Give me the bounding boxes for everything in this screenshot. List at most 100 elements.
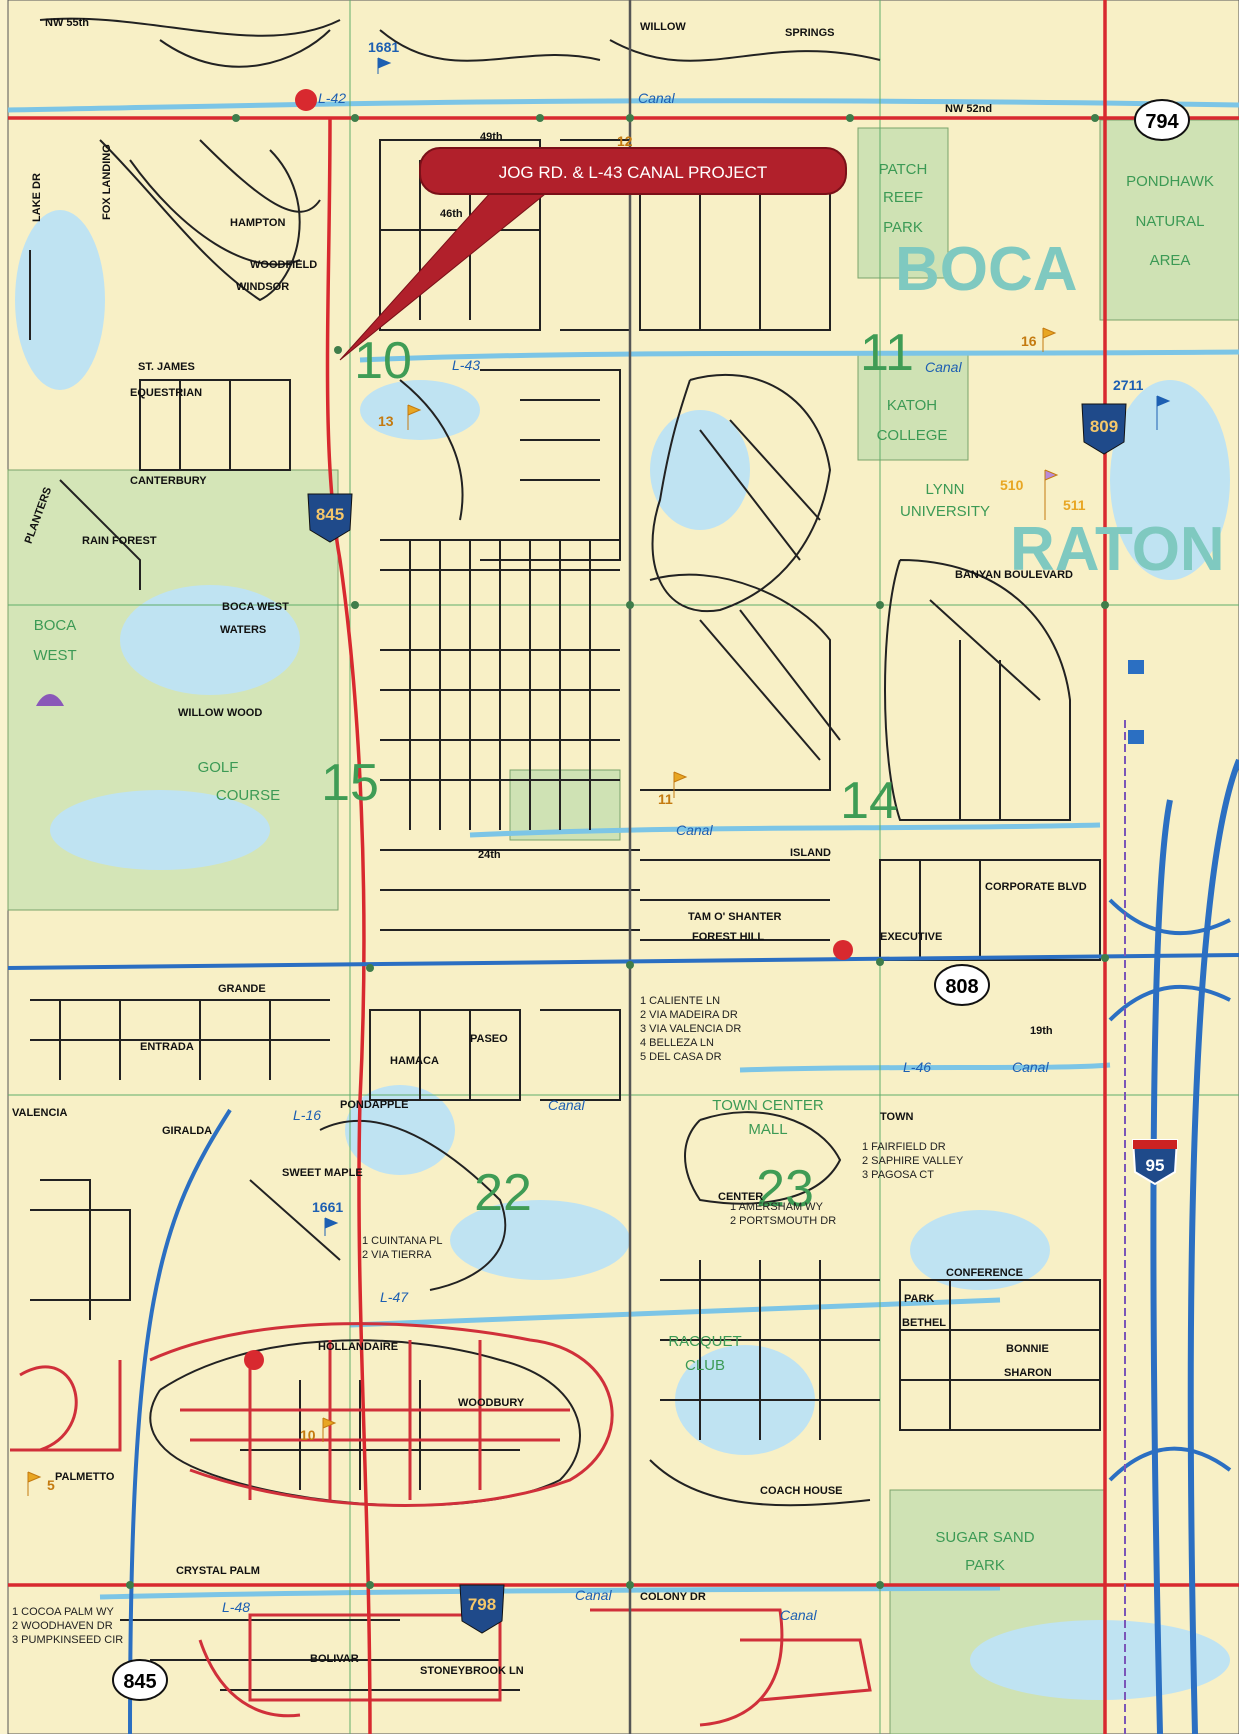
ramp-c — [1108, 1446, 1232, 1482]
list-e-1: 1 COCOA PALM WY — [12, 1606, 115, 1618]
canal-l48 — [99, 1585, 1001, 1600]
label-sugar-sand: SUGAR SAND — [935, 1529, 1034, 1546]
street-springs: SPRINGS — [785, 27, 835, 39]
label-club: CLUB — [685, 1357, 725, 1374]
street-coach-house: COACH HOUSE — [760, 1485, 843, 1497]
street-sharon: SHARON — [1004, 1367, 1052, 1379]
street-49th: 49th — [480, 131, 503, 143]
street-bonnie: BONNIE — [1006, 1343, 1049, 1355]
canal-label-canal-3: Canal — [676, 822, 713, 838]
marker-12: 12 — [617, 133, 633, 149]
street-conference: CONFERENCE — [946, 1267, 1023, 1279]
label-golf: GOLF — [198, 759, 239, 776]
marker-11: 11 — [658, 791, 673, 807]
shield-808: 808 — [934, 964, 990, 1006]
school-icon — [1128, 730, 1144, 744]
street-grande: GRANDE — [218, 983, 266, 995]
list-a-1: 1 CALIENTE LN — [640, 995, 720, 1007]
label-town-center: TOWN CENTER — [712, 1097, 824, 1114]
canal-label-l48: L-48 — [222, 1599, 250, 1615]
shield-i95: 95 — [1131, 1139, 1179, 1186]
flag-icon — [673, 771, 688, 798]
svg-text:798: 798 — [468, 1595, 496, 1614]
marker-511: 511 — [1063, 497, 1086, 513]
katoh-college-area — [857, 354, 969, 461]
label-natural: NATURAL — [1136, 213, 1205, 230]
list-a-5: 5 DEL CASA DR — [640, 1051, 722, 1063]
flag-icon — [407, 404, 422, 430]
street-palmetto: PALMETTO — [55, 1471, 115, 1483]
school-icon — [1128, 660, 1144, 674]
street-forest-hill: FOREST HILL — [692, 931, 764, 943]
local-streets — [29, 17, 1101, 1691]
street-equestrian: EQUESTRIAN — [130, 387, 202, 399]
street-center: CENTER — [718, 1191, 763, 1203]
flag-icon — [27, 1471, 42, 1496]
section-15: 15 — [321, 754, 379, 812]
street-lists: 1 CALIENTE LN 2 VIA MADEIRA DR 3 VIA VAL… — [12, 995, 964, 1646]
list-a-3: 3 VIA VALENCIA DR — [640, 1023, 741, 1035]
canal-label-canal-6: Canal — [575, 1587, 612, 1603]
callout-box — [419, 147, 847, 195]
street-nw52nd: NW 52nd — [945, 103, 992, 115]
red-streets — [10, 1322, 872, 1727]
label-sugar-park: PARK — [965, 1557, 1005, 1574]
road-845-lower — [128, 1108, 232, 1734]
list-b-1: 1 FAIRFIELD DR — [862, 1141, 946, 1153]
flag-icon — [324, 1217, 339, 1236]
canal-labels: L-42 Canal L-43 Canal Canal L-46 Canal L… — [222, 90, 1049, 1623]
canals — [7, 98, 1239, 1600]
marker-10: 10 — [300, 1427, 316, 1443]
list-e-2: 2 WOODHAVEN DR — [12, 1620, 113, 1632]
marker-510: 510 — [1000, 477, 1024, 493]
label-reef: REEF — [883, 189, 923, 206]
label-college: COLLEGE — [877, 427, 948, 444]
street-willow: WILLOW — [640, 21, 686, 33]
label-raton: RATON — [1010, 515, 1225, 584]
street-bolivar: BOLIVAR — [310, 1653, 359, 1665]
street-st-james: ST. JAMES — [138, 361, 195, 373]
street-island: ISLAND — [790, 847, 831, 859]
canal-label-canal-5: Canal — [548, 1097, 585, 1113]
street-paseo: PASEO — [470, 1033, 508, 1045]
label-racquet: RACQUET — [668, 1333, 741, 1350]
flag-icon — [1156, 395, 1171, 430]
label-university: UNIVERSITY — [900, 503, 990, 520]
street-town: TOWN — [880, 1111, 913, 1123]
place-labels: PATCH REEF PARK PONDHAWK NATURAL AREA KA… — [33, 161, 1214, 1574]
street-waters: WATERS — [220, 624, 266, 636]
street-fox-landing: FOX LANDING — [101, 144, 113, 220]
list-a-2: 2 VIA MADEIRA DR — [640, 1009, 738, 1021]
list-b-2: 2 SAPHIRE VALLEY — [862, 1155, 964, 1167]
svg-text:845: 845 — [123, 1671, 156, 1693]
list-e-3: 3 PUMPKINSEED CIR — [12, 1634, 123, 1646]
street-giralda: GIRALDA — [162, 1125, 212, 1137]
canal-l42 — [7, 98, 1239, 113]
pondhawk-area — [1099, 119, 1239, 321]
golf-icon — [36, 694, 64, 706]
label-boca-west-1: BOCA — [34, 617, 77, 634]
list-b-3: 3 PAGOSA CT — [862, 1169, 934, 1181]
label-park: PARK — [883, 219, 923, 236]
street-executive: EXECUTIVE — [880, 931, 942, 943]
section-numbers: 10 11 14 15 22 23 — [321, 324, 914, 1222]
label-lynn: LYNN — [926, 481, 965, 498]
flag-icon — [377, 57, 392, 74]
street-nw55th: NW 55th — [45, 17, 89, 29]
street-labels: NW 55th WILLOW SPRINGS NW 52nd 49th 46th… — [12, 17, 1087, 1677]
street-colony: COLONY DR — [640, 1591, 706, 1603]
shield-845-top: 845 — [307, 493, 353, 543]
street-pondapple: PONDAPPLE — [340, 1099, 408, 1111]
street-woodfield: WOODFIELD — [250, 259, 317, 271]
section-23: 23 — [756, 1160, 814, 1218]
label-patch: PATCH — [879, 161, 928, 178]
ramp-a — [1108, 898, 1231, 936]
shield-809: 809 — [1081, 403, 1127, 455]
marker-5: 5 — [47, 1477, 55, 1493]
street-park: PARK — [904, 1293, 934, 1305]
flag-icon — [322, 1417, 337, 1442]
intersection-dots — [126, 114, 1109, 1589]
fire-station-icon — [295, 89, 317, 111]
